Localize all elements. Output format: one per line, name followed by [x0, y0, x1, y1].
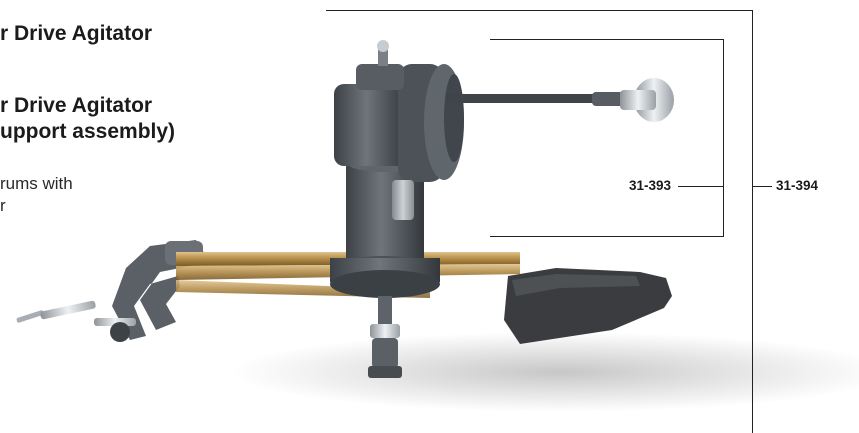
product-title-2-line-1: r Drive Agitator	[0, 94, 153, 117]
output-arm	[446, 78, 674, 122]
gearbox-head	[334, 40, 464, 220]
agitator-chuck	[368, 296, 402, 378]
product-title-1: r Drive Agitator	[0, 22, 153, 45]
description-line-1: rums with	[0, 174, 73, 193]
inner-bracket-tick	[678, 186, 724, 187]
part-number-31-393: 31-393	[629, 178, 672, 193]
floor-shadow	[230, 332, 859, 412]
outer-bracket-top	[326, 10, 753, 11]
inner-bracket-vertical	[723, 39, 724, 237]
inner-bracket-top	[490, 39, 724, 40]
rod-collar	[330, 256, 440, 298]
part-number-31-394: 31-394	[776, 178, 819, 193]
inner-bracket-bottom	[490, 236, 724, 237]
outer-bracket-vertical	[752, 10, 753, 433]
product-title-2-line-2: upport assembly)	[0, 120, 176, 143]
outer-bracket-tick	[752, 186, 772, 187]
description-line-2: r	[0, 196, 6, 215]
